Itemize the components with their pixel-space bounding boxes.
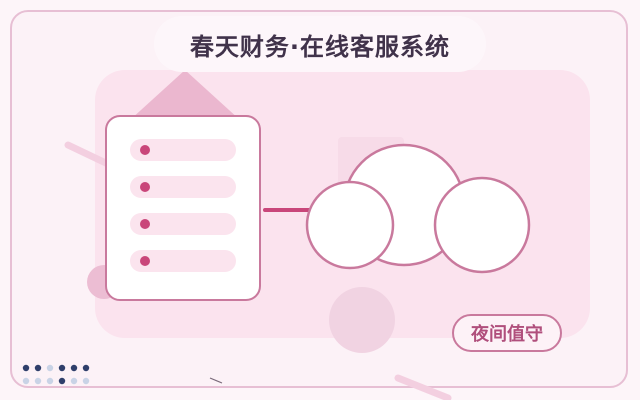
dash-decoration bbox=[209, 377, 223, 384]
chat-list-icon bbox=[105, 115, 261, 301]
triangle-decoration bbox=[130, 70, 240, 120]
title-pill: 春天财务·在线客服系统 bbox=[154, 16, 486, 72]
cloud-icon bbox=[305, 143, 531, 274]
night-shift-badge: 夜间值守 bbox=[452, 314, 562, 352]
page-title: 春天财务·在线客服系统 bbox=[189, 32, 451, 61]
circle-decoration bbox=[329, 287, 395, 353]
stripe-decoration bbox=[64, 141, 114, 169]
badge-label: 夜间值守 bbox=[471, 324, 543, 345]
stripe-decoration bbox=[394, 374, 452, 400]
dot-grid-icon bbox=[22, 364, 90, 385]
